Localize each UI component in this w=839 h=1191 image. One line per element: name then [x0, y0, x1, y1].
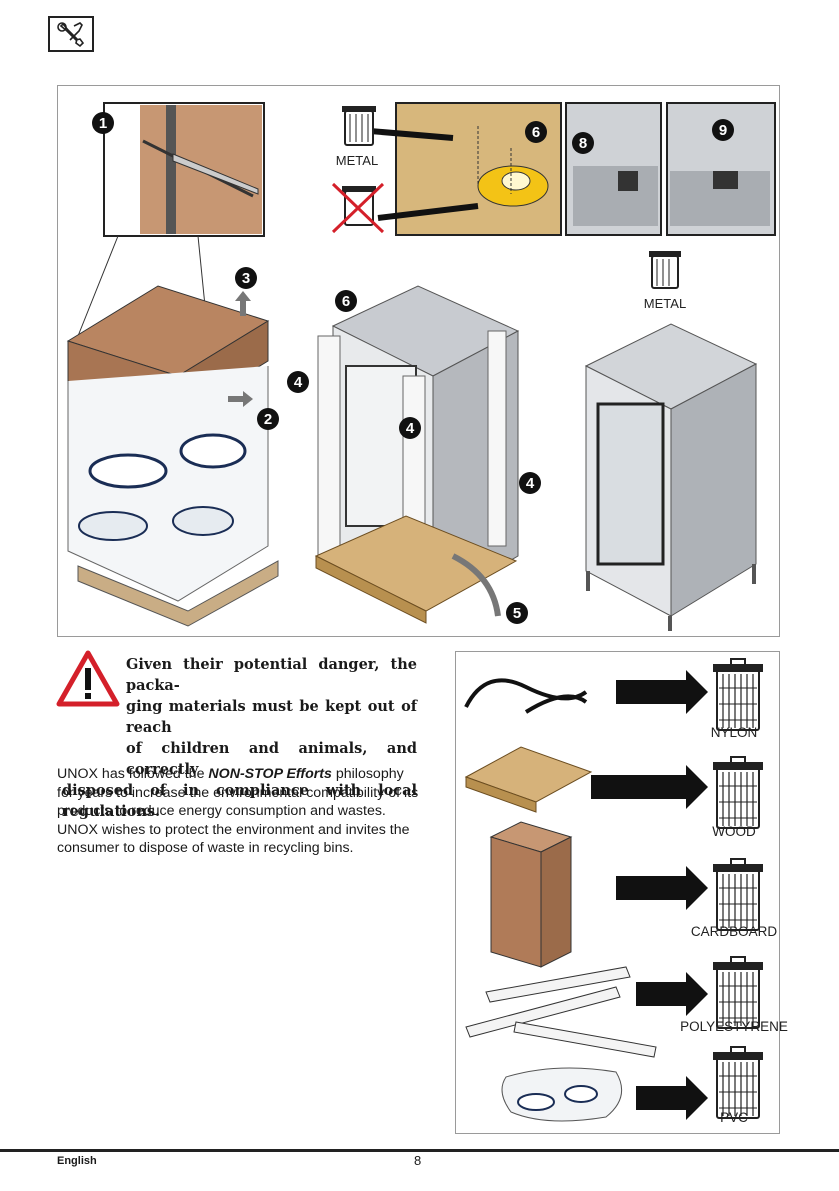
pvc-bag-icon [502, 1068, 622, 1121]
metal-label-right: METAL [644, 296, 686, 311]
svg-text:9: 9 [719, 122, 727, 139]
unpacking-illustration: 1 3 2 [57, 85, 780, 637]
recycling-guide: NYLON WOOD CARDBOARD POLYESTYRENE PVC [455, 651, 780, 1134]
warning-line: ging materials must be kept out of reach [62, 696, 417, 738]
svg-text:4: 4 [294, 374, 303, 391]
arrow-wood [591, 765, 708, 809]
p2-text: UNOX wishes to protect the environment a… [57, 822, 410, 857]
recycle-bin-icon [713, 757, 763, 828]
svg-text:5: 5 [513, 605, 521, 622]
arrow-cardboard [616, 866, 708, 910]
environment-paragraph: UNOX has followed the NON-STOP Efforts p… [57, 765, 419, 858]
pvc-label: PVC [674, 1110, 794, 1125]
nylon-label: NYLON [674, 725, 794, 740]
recycle-bin-icon [713, 859, 763, 930]
inset-bracket-left [566, 103, 661, 235]
p1-text: UNOX has followed the [57, 766, 208, 782]
svg-text:6: 6 [342, 293, 350, 310]
svg-text:4: 4 [526, 475, 535, 492]
wrench-screwdriver-icon [48, 16, 94, 52]
svg-text:6: 6 [532, 124, 540, 141]
non-stop-efforts: NON-STOP Efforts [208, 766, 332, 782]
metal-bin-icon [342, 106, 376, 145]
wood-label: WOOD [674, 824, 794, 839]
bin-icon [713, 1047, 763, 1118]
footer-language: English [57, 1155, 97, 1167]
svg-text:4: 4 [406, 420, 415, 437]
metal-label-top: METAL [336, 153, 378, 168]
svg-text:8: 8 [579, 135, 587, 152]
nylon-strap-icon [466, 680, 586, 712]
cardboard-label: CARDBOARD [674, 924, 794, 939]
step-1-label: 1 [99, 115, 107, 132]
svg-text:3: 3 [242, 270, 250, 287]
page-number: 8 [414, 1153, 421, 1168]
boxed-oven [68, 286, 278, 626]
polystyrene-label: POLYESTYRENE [674, 1019, 794, 1034]
arrow-nylon [616, 670, 708, 714]
crossed-bin-icon [333, 184, 383, 232]
bin-icon [713, 957, 763, 1028]
oven-with-corner-protectors [316, 286, 518, 623]
footer-divider [0, 1149, 839, 1152]
unpacked-oven [586, 324, 756, 631]
svg-text:2: 2 [264, 411, 272, 428]
arrow-polystyrene [636, 972, 708, 1016]
warning-line: Given their potential danger, the packa- [62, 654, 417, 696]
metal-bin-icon-right [649, 251, 681, 288]
bin-icon [713, 659, 763, 730]
